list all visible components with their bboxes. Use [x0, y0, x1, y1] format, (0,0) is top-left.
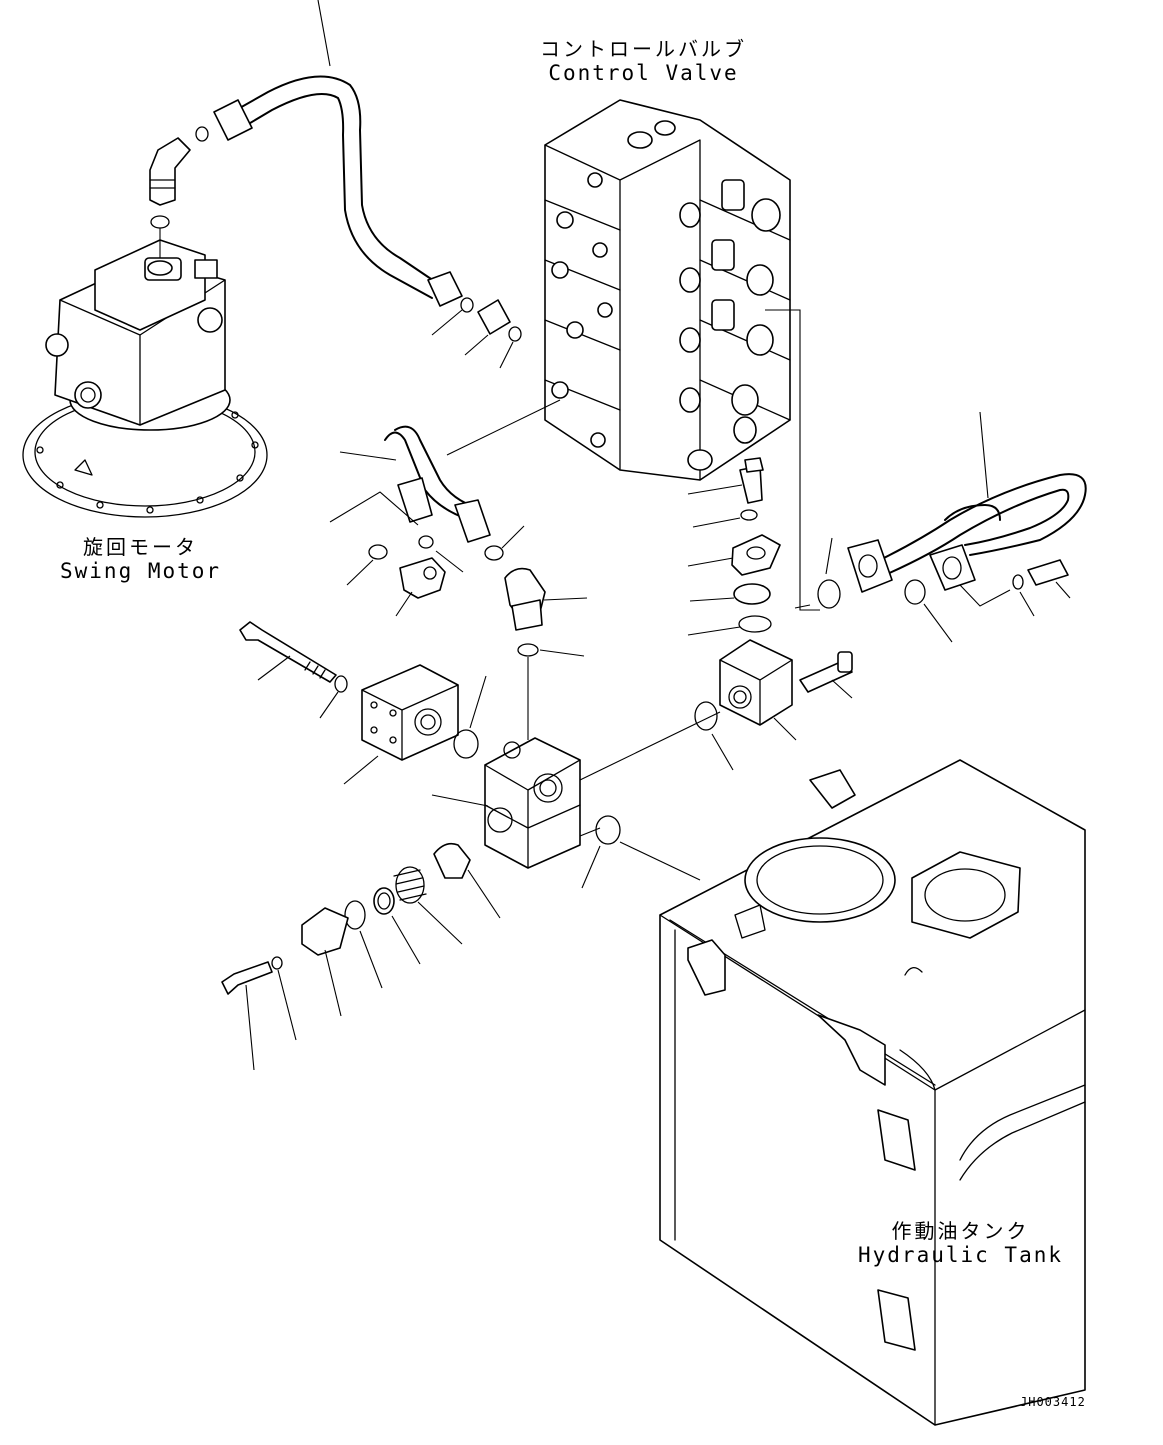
hose-middle: [329, 425, 525, 586]
hydraulic-tank-label-en: Hydraulic Tank: [858, 1243, 1064, 1267]
flange-set-upper: [687, 457, 781, 636]
swing-motor: [22, 239, 268, 518]
swing-motor-label-jp: 旋回モータ: [83, 535, 199, 559]
control-valve-label-jp: コントロールバルブ: [540, 37, 747, 61]
hydraulic-tank-label-jp: 作動油タンク: [891, 1219, 1030, 1243]
elbow-adapter-center: [504, 567, 588, 740]
swing-motor-label: 旋回モータ Swing Motor: [60, 535, 222, 584]
control-valve-label: コントロールバルブ Control Valve: [540, 37, 747, 86]
hydraulic-tank-label: 作動油タンク Hydraulic Tank: [858, 1219, 1064, 1268]
swing-motor-label-en: Swing Motor: [60, 559, 222, 583]
elbow-adapter-left: [395, 557, 446, 617]
bolt-long: [239, 621, 348, 719]
junction-block-right: [579, 604, 853, 781]
control-valve: [446, 99, 820, 611]
relief-parts: [221, 842, 501, 1071]
elbow-fitting-motor: [149, 126, 209, 258]
hose-right: [817, 411, 1087, 643]
control-valve-label-en: Control Valve: [548, 61, 739, 85]
hydraulic-tank: [659, 759, 1086, 1426]
valve-block-center: [431, 737, 701, 889]
block-left: [343, 664, 487, 785]
drawing-code: JH003412: [1020, 1395, 1086, 1409]
hose-upper: [213, 0, 522, 369]
